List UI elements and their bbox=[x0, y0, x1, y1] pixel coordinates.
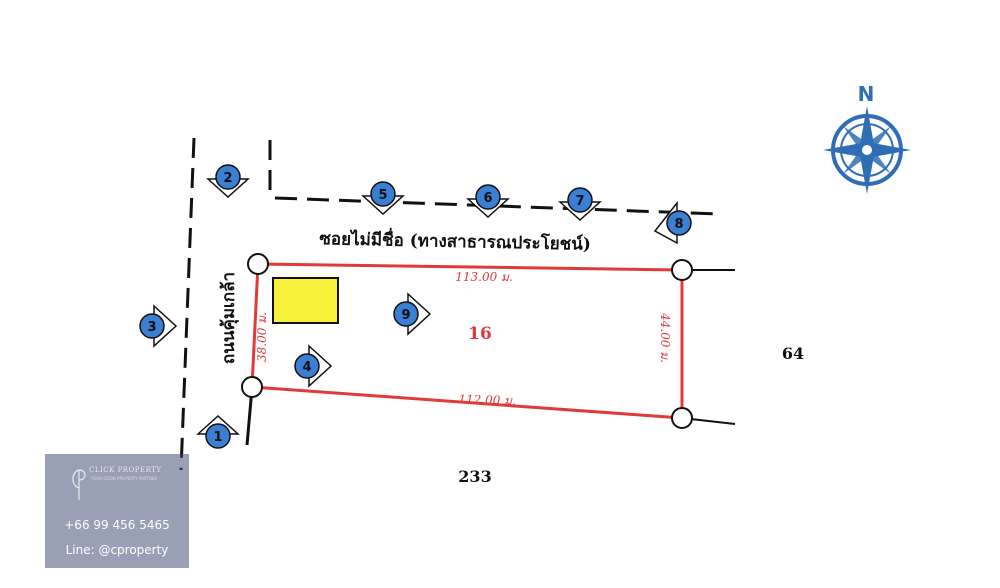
photo-markers: 1 2 3 4 5 6 7 8 9 bbox=[139, 164, 692, 449]
soi-top-edge bbox=[274, 196, 721, 216]
marker-number: 2 bbox=[223, 171, 232, 186]
marker-badge bbox=[370, 181, 396, 207]
compass-rose-icon bbox=[823, 106, 911, 194]
photo-marker-7[interactable]: 7 bbox=[558, 187, 602, 222]
watermark-line-id: Line: @cproperty bbox=[65, 543, 169, 557]
building-footprint[interactable] bbox=[272, 277, 339, 324]
marker-badge bbox=[475, 184, 501, 210]
plot-dim-top: 113.00 ม. bbox=[455, 270, 513, 284]
soi-name: ซอยไม่มีชื่อ (ทางสาธารณประโยชน์) bbox=[319, 226, 591, 255]
corner-pegs bbox=[241, 253, 693, 429]
click-property-logo-icon bbox=[72, 469, 86, 500]
north-arrow: N bbox=[823, 82, 911, 194]
marker-number: 9 bbox=[401, 308, 410, 323]
plot-dim-left: 38.00 ม. bbox=[255, 312, 269, 362]
compass-label: N bbox=[858, 82, 875, 106]
marker-badge bbox=[393, 301, 419, 327]
photo-marker-1[interactable]: 1 bbox=[196, 414, 240, 449]
marker-number: 8 bbox=[674, 217, 683, 232]
corner-peg-top-left bbox=[247, 253, 269, 275]
corner-peg-top-right bbox=[671, 259, 693, 281]
corner-peg-bottom-right bbox=[671, 407, 693, 429]
neighbor-plot-right: 64 bbox=[782, 344, 804, 363]
photo-marker-3[interactable]: 3 bbox=[139, 304, 178, 348]
photo-marker-8[interactable]: 8 bbox=[653, 200, 692, 245]
photo-marker-2[interactable]: 2 bbox=[206, 164, 250, 199]
marker-badge bbox=[139, 313, 165, 339]
photo-marker-4[interactable]: 4 bbox=[294, 344, 333, 388]
marker-badge bbox=[205, 423, 231, 449]
watermark-phone: +66 99 456 5465 bbox=[64, 518, 170, 532]
marker-badge bbox=[294, 353, 320, 379]
road-side-name: ถนนคุ้มเกล้า bbox=[219, 272, 239, 364]
photo-marker-6[interactable]: 6 bbox=[466, 184, 510, 219]
marker-number: 4 bbox=[302, 360, 311, 375]
watermark-tagline: YOUR GOOD PROPERTY PARTNER bbox=[91, 476, 158, 481]
corner-peg-bottom-left bbox=[241, 376, 263, 398]
marker-number: 5 bbox=[378, 188, 387, 203]
neighbor-plot-bottom: 233 bbox=[458, 467, 491, 486]
watermark-card: CLICK PROPERTY YOUR GOOD PROPERTY PARTNE… bbox=[45, 454, 189, 568]
marker-number: 6 bbox=[483, 191, 492, 206]
plot-dim-bottom: 112.00 ม. bbox=[458, 392, 516, 408]
left-road-left-edge bbox=[179, 137, 196, 471]
plot-number: 16 bbox=[468, 324, 492, 344]
marker-badge bbox=[666, 210, 692, 236]
marker-number: 3 bbox=[147, 320, 156, 335]
road-lines bbox=[179, 137, 721, 471]
plot-dim-right: 44.00 ม. bbox=[658, 312, 672, 363]
photo-marker-5[interactable]: 5 bbox=[361, 181, 405, 216]
marker-badge bbox=[215, 164, 241, 190]
watermark-brand: CLICK PROPERTY bbox=[89, 466, 162, 474]
photo-marker-9[interactable]: 9 bbox=[393, 292, 432, 336]
marker-badge bbox=[567, 187, 593, 213]
marker-number: 1 bbox=[213, 430, 222, 445]
marker-number: 7 bbox=[575, 194, 584, 209]
